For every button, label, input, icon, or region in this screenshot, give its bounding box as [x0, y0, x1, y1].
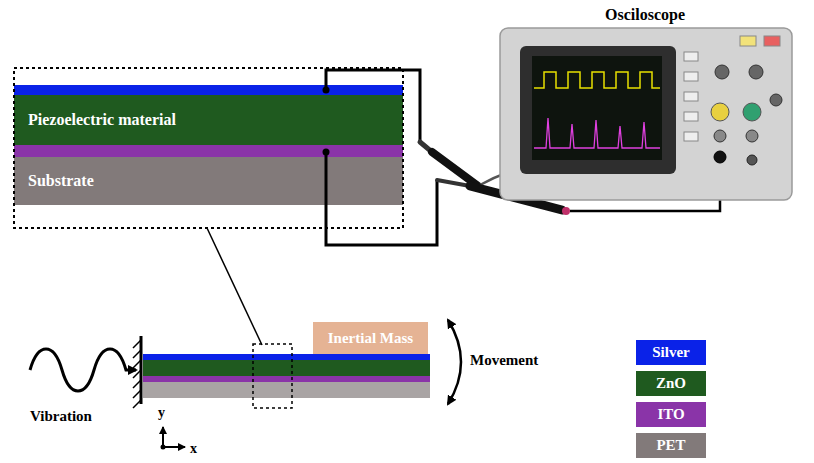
node-text: Piezoelectric material [28, 111, 176, 129]
screen-bezel [520, 46, 676, 174]
contact-dot [323, 149, 330, 156]
layer-band: Piezoelectric material [14, 95, 403, 145]
node-text: Osciloscope [605, 6, 685, 24]
knob [715, 65, 729, 79]
layer-band: Substrate [14, 157, 403, 205]
zoom-marker [253, 344, 292, 408]
node-text: Substrate [28, 172, 94, 190]
movement-arrow [448, 320, 461, 404]
zno-layer [143, 360, 430, 376]
silver-layer [143, 354, 430, 360]
button [684, 112, 698, 121]
knob [749, 65, 763, 79]
screen [532, 56, 662, 160]
button [764, 36, 780, 46]
legend-text: PET [656, 437, 685, 454]
mass-box: Inertial Mass [313, 322, 428, 354]
knob [743, 103, 761, 121]
oscilloscope-body [500, 28, 792, 200]
vibration-wave [30, 349, 136, 391]
pet-layer [14, 157, 403, 205]
square-wave [534, 72, 660, 88]
ito-layer [143, 376, 430, 382]
axis-label: y [158, 405, 165, 421]
probe-tip [562, 207, 570, 215]
input-connector [714, 151, 726, 163]
button [684, 72, 698, 81]
knob [714, 130, 726, 142]
knob [770, 94, 782, 106]
x-axis [163, 446, 185, 448]
legend-text: ITO [657, 406, 684, 423]
legend-swatch: ZnO [636, 371, 706, 396]
silver-layer [14, 85, 403, 95]
oscilloscope: Osciloscope [497, 2, 793, 200]
legend-swatch: ITO [636, 402, 706, 427]
wall-hatch [133, 340, 141, 408]
input-connector [747, 155, 757, 165]
node-text: Inertial Mass [328, 330, 413, 347]
input-label: Vibration [30, 408, 92, 425]
zoom-frame [14, 68, 403, 228]
zno-layer [14, 95, 403, 145]
pet-layer [143, 382, 430, 398]
legend-text: ZnO [656, 375, 686, 392]
motion-label: Movement [470, 352, 538, 369]
legend-swatch: Silver [636, 340, 706, 365]
wire [326, 70, 420, 142]
legend-swatch: PET [636, 433, 706, 458]
wire [326, 152, 437, 245]
y-axis [162, 427, 164, 447]
probe-body [432, 152, 478, 186]
contact-dot [323, 87, 330, 94]
knob [711, 103, 729, 121]
button [740, 36, 756, 46]
button [684, 52, 698, 61]
legend-text: Silver [652, 344, 690, 361]
spike-trace [534, 118, 660, 148]
button [684, 132, 698, 141]
axis-origin [161, 445, 166, 450]
button [684, 92, 698, 101]
knob [746, 130, 758, 142]
ito-layer [14, 145, 403, 157]
zoom-leader [207, 228, 262, 345]
axis-label: x [190, 441, 197, 457]
probe-clip [437, 180, 470, 186]
